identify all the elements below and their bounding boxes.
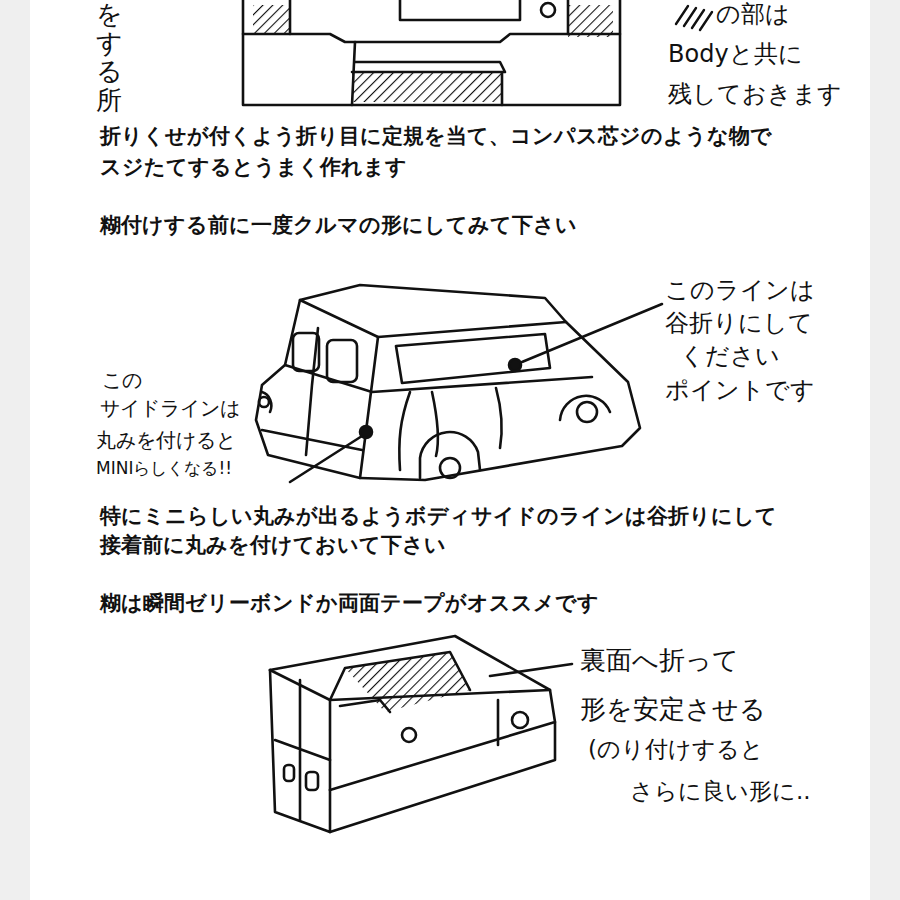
handwritten-note: ください xyxy=(680,342,780,371)
base-sketch xyxy=(270,636,555,832)
car-sketch xyxy=(256,285,640,480)
handwritten-note: 裏面へ折って xyxy=(580,645,739,676)
handwritten-note: Bodyと共に xyxy=(668,40,803,69)
handwritten-note: サイドラインは xyxy=(100,396,240,420)
vertical-note: をする所 xyxy=(96,0,122,114)
handwritten-note: 谷折りにして xyxy=(665,309,813,338)
handwritten-note: 形を安定させる xyxy=(580,694,766,725)
handwritten-note: の部は xyxy=(716,0,790,29)
leader-line xyxy=(290,304,662,676)
instruction-text: 接着前に丸みを付けておいて下さい xyxy=(100,533,446,558)
handwritten-note: MINIらしくなる!! xyxy=(96,458,232,478)
instruction-text: 糊付けする前に一度クルマの形にしてみて下さい xyxy=(100,213,577,238)
handwritten-note: ポイントです xyxy=(665,376,815,405)
instruction-text: 糊は瞬間ゼリーボンドか両面テープがオススメです xyxy=(100,591,599,616)
hatch-symbol xyxy=(676,6,712,30)
handwritten-note: 丸みを付けると xyxy=(96,428,236,452)
handwritten-note: 残しておきます xyxy=(668,80,842,109)
handwritten-note: この xyxy=(102,368,142,392)
handwritten-note: (のり付けすると xyxy=(588,736,764,764)
handwritten-note: このラインは xyxy=(665,276,815,305)
instruction-text: スジたてするとうまく作れます xyxy=(100,155,407,180)
part-sketch xyxy=(243,0,620,105)
instruction-text: 特にミニらしい丸みが出るようボディサイドのラインは谷折りにして xyxy=(100,504,777,529)
instruction-text: 折りくせが付くよう折り目に定規を当て、コンパス芯ジのような物で xyxy=(100,124,772,149)
handwritten-note: さらに良い形に.. xyxy=(630,778,811,806)
